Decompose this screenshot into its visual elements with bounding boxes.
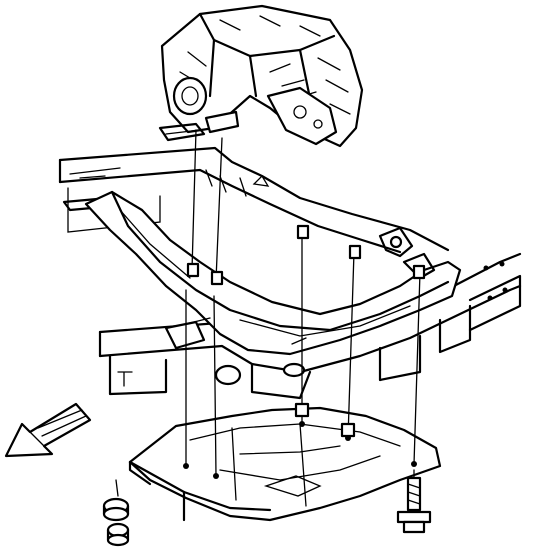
skid-plate <box>128 406 442 522</box>
forward-direction-arrow <box>4 402 92 458</box>
transfer-case <box>158 4 364 148</box>
nuts-and-washers <box>102 497 130 547</box>
bottom-bolt <box>396 476 432 534</box>
mounting-bolt-guides <box>115 129 421 497</box>
mounting-bolt-heads <box>186 224 426 438</box>
crossmember <box>84 190 462 386</box>
